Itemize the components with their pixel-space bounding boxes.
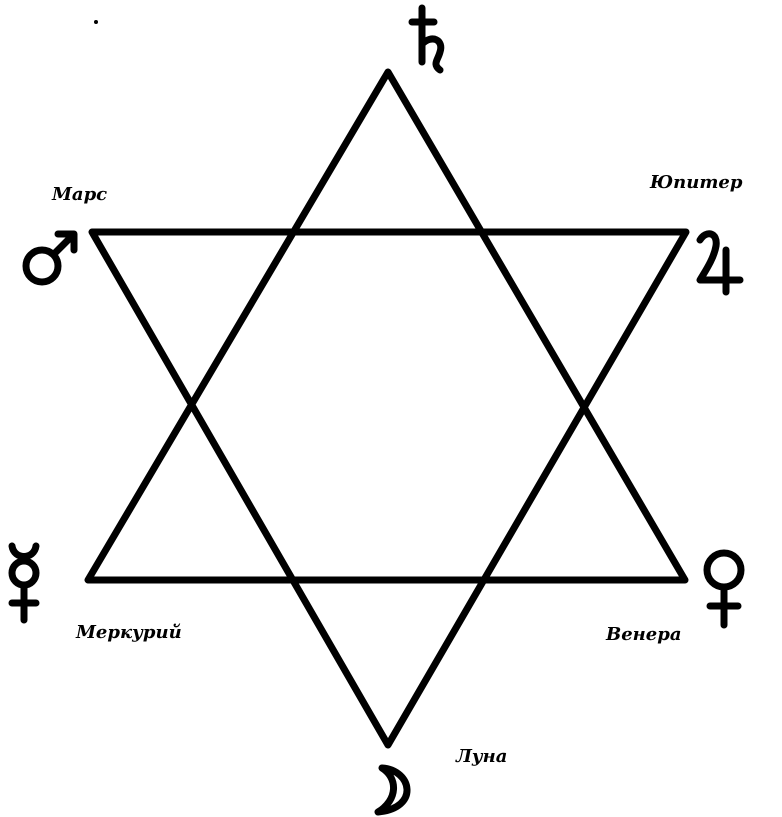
mars-label: Марс	[51, 184, 107, 205]
moon-icon	[374, 764, 411, 816]
jupiter-label: Юпитер	[649, 172, 743, 193]
mercury-icon	[8, 542, 40, 624]
jupiter-icon	[696, 230, 744, 296]
mars-icon	[22, 230, 78, 286]
downward-triangle	[88, 228, 690, 749]
mercury-label: Меркурий	[75, 622, 182, 643]
stray-dot	[94, 20, 98, 24]
upward-triangle	[84, 68, 689, 584]
saturn-icon	[408, 4, 445, 74]
venus-label: Венера	[605, 624, 682, 645]
venus-icon	[703, 549, 745, 629]
moon-label: Луна	[455, 746, 507, 767]
